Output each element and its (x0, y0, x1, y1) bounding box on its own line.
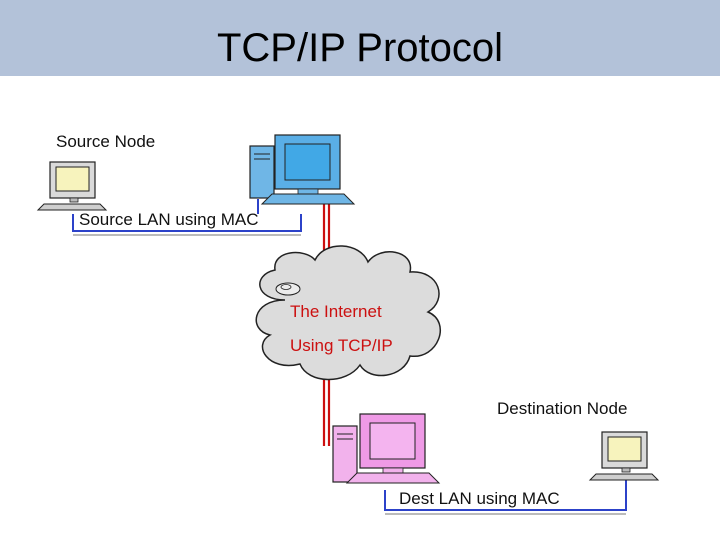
cloud-icon (255, 245, 441, 381)
destination-node-label: Destination Node (497, 399, 628, 418)
internet-label-line1: The Internet (290, 302, 382, 321)
source-lan-line (72, 199, 302, 236)
server-icon (249, 134, 356, 205)
internet-label-line2: Using TCP/IP (290, 336, 393, 355)
dest-lan-label: Dest LAN using MAC (399, 489, 560, 508)
server-icon (332, 413, 441, 484)
small-terminal-icon (36, 161, 108, 211)
dest-lan-line (384, 480, 627, 515)
small-terminal-icon (588, 431, 660, 481)
slide-title: TCP/IP Protocol (216, 26, 504, 70)
source-node-label: Source Node (56, 132, 156, 151)
header-band (0, 0, 720, 76)
source-lan-label: Source LAN using MAC (79, 210, 259, 229)
